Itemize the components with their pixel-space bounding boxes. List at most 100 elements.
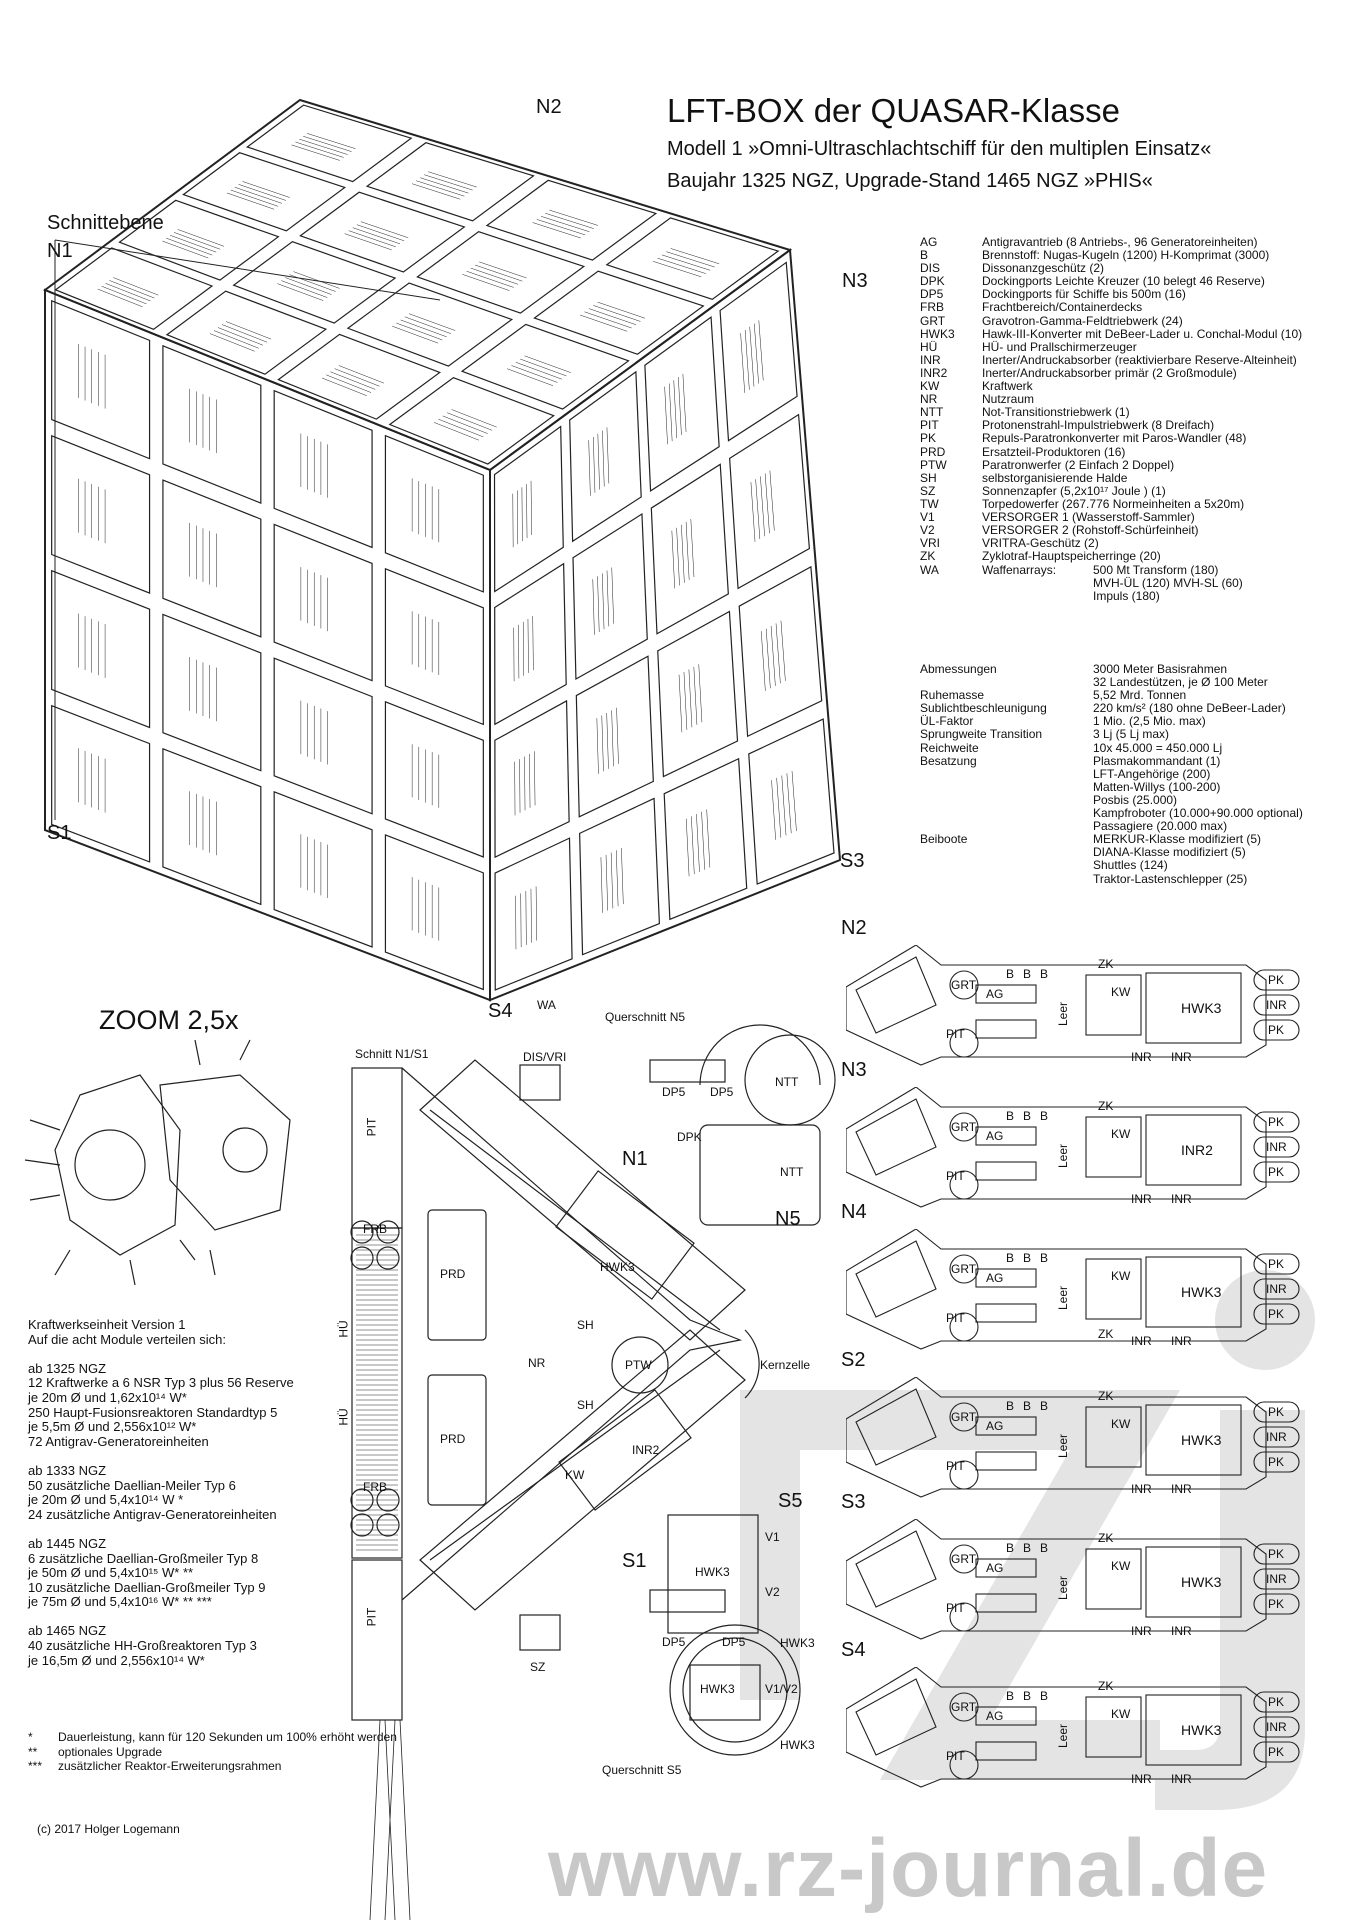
power-plant-note-line: 10 zusätzliche Daellian-Großmeiler Typ 9 <box>28 1579 266 1595</box>
label-b: B <box>1040 1399 1049 1413</box>
legend-value: Hawk-III-Konverter mit DeBeer-Lader u. C… <box>982 326 1303 341</box>
legend-value: Waffenarrays: <box>982 562 1057 577</box>
spec-row: DIANA-Klasse modifiziert (5) <box>920 846 1355 859</box>
label-grt: GRT <box>951 978 977 992</box>
ptw-circle <box>611 1336 669 1394</box>
label-b: B <box>1040 1541 1049 1555</box>
footnotes: *Dauerleistung, kann für 120 Sekunden um… <box>28 1730 508 1774</box>
frb-container <box>376 1246 400 1270</box>
cube-label-schnittebene: Schnittebene <box>47 212 164 234</box>
prd-block-top <box>427 1209 487 1341</box>
legend-key: DP5 <box>920 287 944 302</box>
spec-row: Kampfroboter (10.000+90.000 optional) <box>920 806 1355 821</box>
power-plant-note-line: je 20m Ø und 5,4x10¹⁴ W * <box>28 1492 184 1508</box>
legend-key: TW <box>920 496 939 511</box>
label-n1: N1 <box>622 1148 648 1170</box>
power-plant-note-line: Kraftwerkseinheit Version 1 <box>28 1317 186 1332</box>
cube-panel <box>54 247 214 331</box>
label-b: B <box>1023 1109 1032 1123</box>
label-pk: PK <box>1268 1695 1285 1709</box>
power-plant-note-line: ab 1445 NGZ <box>28 1535 107 1551</box>
weapons-line: 500 Mt Transform (180) <box>1093 562 1219 577</box>
cube-panel <box>579 797 661 956</box>
label-prd: PRD <box>440 1432 466 1446</box>
power-plant-note-line: je 75m Ø und 5,4x10¹⁶ W* ** *** <box>28 1594 212 1610</box>
spec-row: LFT-Angehörige (200) <box>920 767 1355 781</box>
spec-value: 220 km/s² (180 ohne DeBeer-Lader) <box>1093 701 1286 716</box>
module-name: N3 <box>841 1059 867 1081</box>
label-dp5: DP5 <box>710 1085 734 1099</box>
cube-panel <box>719 261 798 442</box>
module-outline <box>845 1086 1300 1208</box>
cube-panel <box>245 104 413 183</box>
module-outline <box>845 944 1300 1066</box>
legend-key: PRD <box>920 444 946 459</box>
label-leer: Leer <box>1056 1575 1071 1601</box>
cube-panel <box>572 512 648 681</box>
label-pit: PIT <box>364 1607 379 1627</box>
sz-turret <box>519 1614 561 1651</box>
dpk-block <box>699 1124 821 1226</box>
cube-panel <box>273 523 373 682</box>
cross-section-drawing <box>350 1024 836 1920</box>
label-inr2: INR2 <box>632 1443 660 1457</box>
footnote-marker: ** <box>28 1744 38 1759</box>
cube-panel <box>162 479 262 638</box>
label-pk: PK <box>1268 1745 1285 1759</box>
label-kw: KW <box>1111 1707 1131 1721</box>
legend-key: B <box>920 248 929 263</box>
spec-value: Passagiere (20.000 max) <box>1093 819 1228 834</box>
cube-panel <box>182 152 347 232</box>
legend-value: Dissonanzgeschütz (2) <box>982 261 1105 276</box>
cube-panel <box>273 790 373 948</box>
pit-block-bottom <box>351 1559 403 1721</box>
label-inr: INR <box>1171 1772 1192 1786</box>
label-pit: PIT <box>364 1117 379 1137</box>
label-b: B <box>1023 1251 1032 1265</box>
zoom-detail-drawing <box>24 1039 291 1286</box>
spec-label: Beiboote <box>920 832 968 847</box>
spec-value: Kampfroboter (10.000+90.000 optional) <box>1093 806 1303 821</box>
cube-panel <box>494 837 573 991</box>
spec-row: Shuttles (124) <box>920 859 1355 872</box>
label-kw: KW <box>1111 1559 1131 1573</box>
legend-value: Repuls-Paratronkonverter mit Paros-Wandl… <box>982 431 1247 446</box>
subtitle-build-year: Baujahr 1325 NGZ, Upgrade-Stand 1465 NGZ… <box>667 170 1153 192</box>
label-dis-vri: DIS/VRI <box>523 1050 567 1064</box>
spec-value: 32 Landestützen, je Ø 100 Meter <box>1093 675 1268 690</box>
label-inr: INR <box>1171 1050 1192 1064</box>
cube-panel <box>165 290 328 375</box>
label-b: B <box>1040 1251 1049 1265</box>
label-grt: GRT <box>951 1410 977 1424</box>
footnote-text: zusätzlicher Reaktor-Erweiterungsrahmen <box>58 1759 282 1774</box>
label-b: B <box>1023 1689 1032 1703</box>
cube-panel <box>232 241 397 324</box>
legend-key: V1 <box>920 509 935 524</box>
label-zk: ZK <box>1098 1389 1114 1403</box>
label-pit: PIT <box>946 1027 965 1041</box>
label-querschnitt-n5: Querschnitt N5 <box>605 1010 686 1024</box>
label-grt: GRT <box>951 1700 977 1714</box>
subtitle-model: Modell 1 »Omni-Ultraschlachtschiff für d… <box>667 138 1212 160</box>
label-grt: GRT <box>951 1262 977 1276</box>
hwk3-top <box>555 1170 695 1300</box>
cube-label-s1: S1 <box>47 822 72 844</box>
spec-value: 3 Lj (5 Lj max) <box>1093 727 1170 742</box>
legend-key: DIS <box>920 261 941 276</box>
spec-value: 3000 Meter Basisrahmen <box>1093 662 1228 676</box>
cube-panel <box>644 316 720 493</box>
frb-container <box>350 1220 374 1244</box>
label-pk: PK <box>1268 1115 1285 1129</box>
legend-value: selbstorganisierende Halde <box>982 470 1128 485</box>
label-b: B <box>1023 1399 1032 1413</box>
